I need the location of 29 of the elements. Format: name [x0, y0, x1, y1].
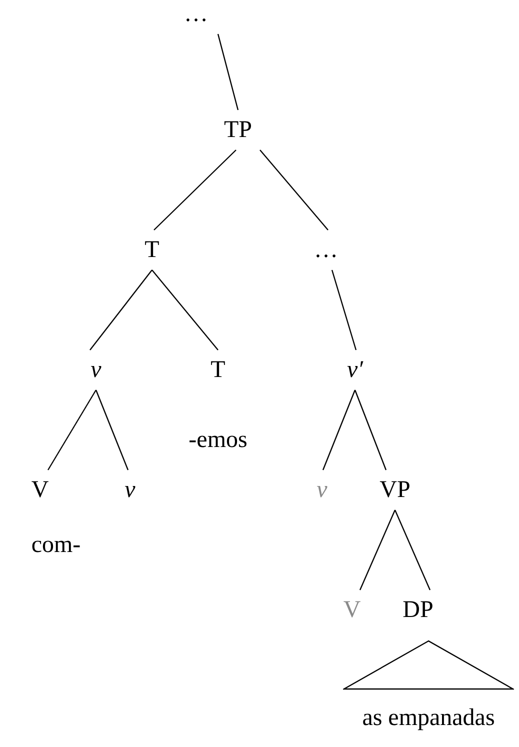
node-label: TP	[224, 118, 252, 142]
node-label: v	[90, 358, 102, 382]
node-label: VP	[380, 478, 410, 502]
tree-branch	[47, 390, 97, 470]
node-label: DP	[402, 598, 434, 622]
tree-branch	[217, 34, 239, 110]
triangle	[343, 640, 514, 690]
node-label: …	[184, 2, 208, 26]
morpheme-text: com-	[31, 533, 81, 557]
tree-branch	[90, 270, 152, 350]
tree-branch	[152, 270, 218, 350]
tree-branch	[95, 390, 129, 470]
node-label: v′	[347, 358, 363, 382]
node-label: V	[31, 478, 49, 502]
node-label: T	[144, 238, 160, 262]
node-label: v	[124, 478, 136, 502]
node-label: v	[316, 478, 328, 502]
morpheme-text: -emos	[188, 428, 248, 452]
node-label: …	[314, 238, 338, 262]
tree-branch	[331, 270, 357, 350]
tree-branch	[354, 390, 387, 470]
node-label: V	[343, 598, 361, 622]
tree-branch	[154, 150, 236, 230]
phrase-text: as empanadas	[362, 706, 495, 730]
tree-branch	[322, 390, 356, 470]
tree-branch	[260, 150, 328, 230]
tree-branch	[359, 510, 396, 590]
node-label: T	[210, 358, 226, 382]
tree-branch	[394, 510, 431, 590]
